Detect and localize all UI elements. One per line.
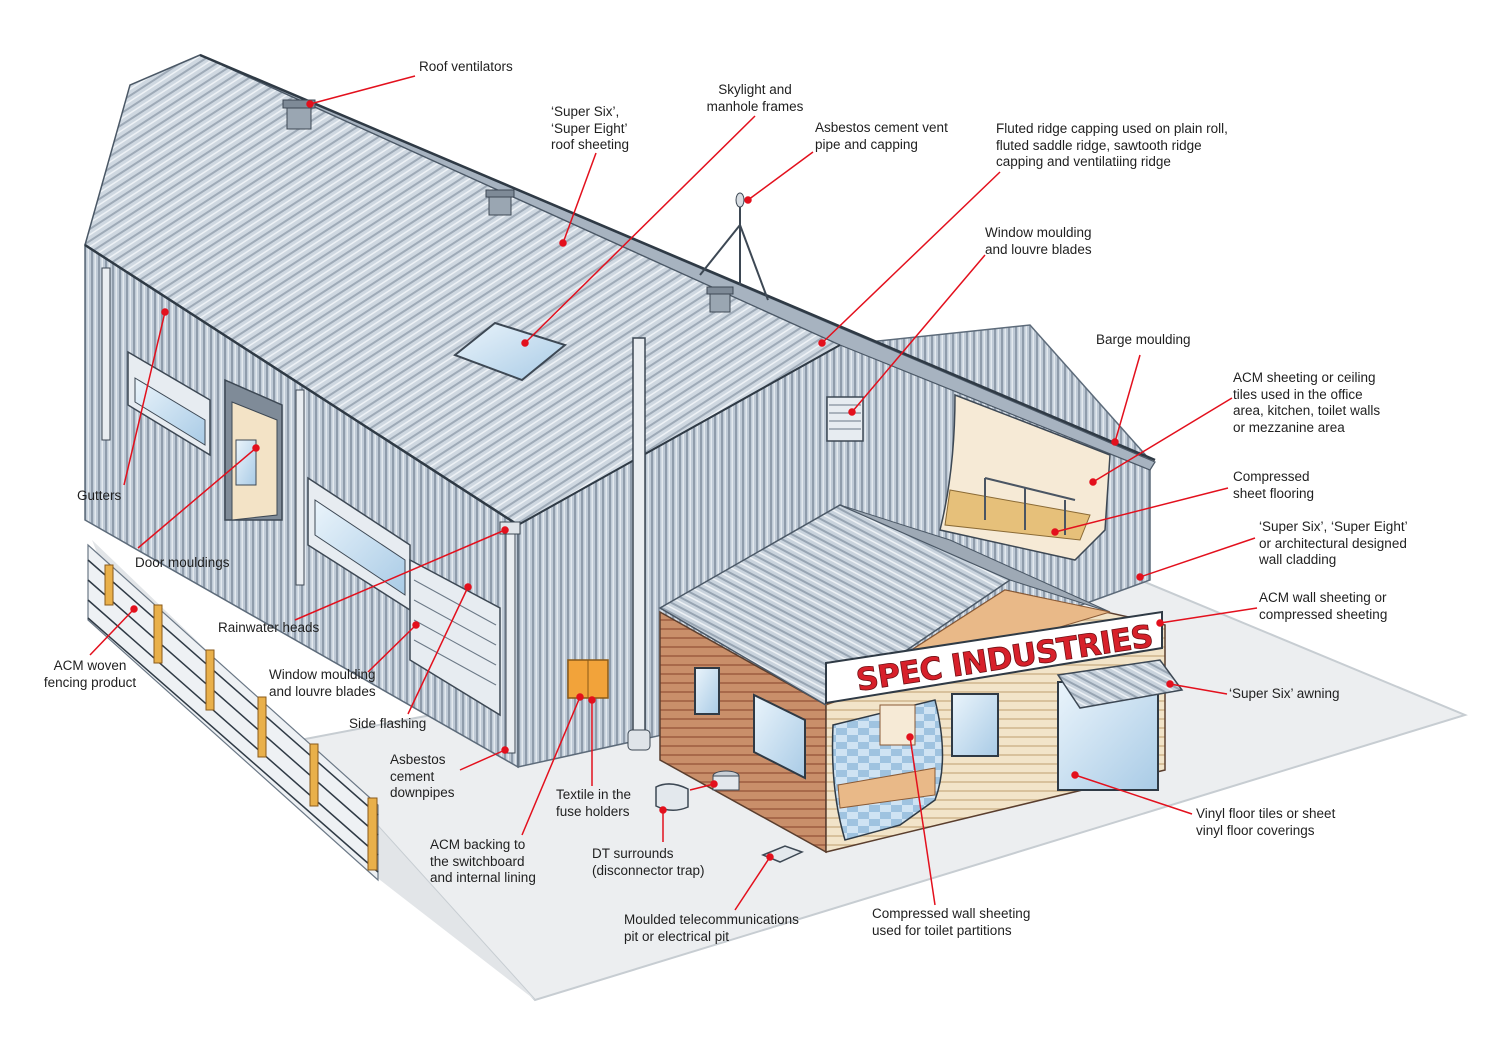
label-acm-ceiling: ACM sheeting or ceiling tiles used in th…: [1233, 370, 1381, 435]
label-gutters: Gutters: [77, 488, 122, 503]
leader-vent-pipe: [747, 151, 814, 201]
label-awning: ‘Super Six’ awning: [1229, 686, 1340, 701]
leader-compressed-floor: [1054, 487, 1229, 533]
vent-pipe: [632, 337, 646, 739]
leader-window-moulding-upper: [851, 254, 986, 413]
label-dt-surrounds: DT surrounds (disconnector trap): [592, 846, 705, 878]
label-rainwater: Rainwater heads: [218, 620, 320, 635]
label-side-flashing: Side flashing: [349, 716, 427, 731]
skylight: [452, 321, 568, 382]
office-front-window: [951, 693, 999, 757]
leader-downpipes: [459, 749, 506, 771]
downpipe-1: [101, 267, 111, 441]
dt-surround: [655, 783, 689, 811]
left-wall-louvre: [409, 558, 501, 717]
downpipe-3: [505, 527, 516, 754]
leader-awning: [1169, 683, 1228, 695]
label-super-six-roof: ‘Super Six’, ‘Super Eight’ roof sheeting: [551, 104, 630, 152]
label-window-moulding-side: Window moulding and louvre blades: [269, 667, 376, 699]
leader-side-flashing: [407, 586, 469, 715]
label-door-mouldings: Door mouldings: [135, 555, 230, 570]
label-telecom-pit: Moulded telecommunications pit or electr…: [624, 912, 799, 944]
label-fencing: ACM woven fencing product: [43, 658, 137, 690]
roof-ventilator-1: [282, 99, 316, 130]
leader-switchboard: [521, 696, 581, 836]
label-skylight: Skylight and manhole frames: [706, 82, 804, 114]
label-toilet-partitions: Compressed wall sheeting used for toilet…: [872, 906, 1031, 938]
label-fluted-ridge: Fluted ridge capping used on plain roll,…: [996, 121, 1228, 169]
leader-acm-ceiling: [1092, 397, 1233, 483]
leader-door: [137, 447, 257, 549]
leader-fencing: [89, 608, 135, 656]
end-wall-louvre: [826, 396, 864, 442]
sign-board: [825, 610, 1163, 705]
label-textile: Textile in the fuse holders: [556, 787, 632, 819]
label-downpipes: Asbestos cement downpipes: [390, 752, 455, 800]
left-wall-window-lower: [307, 476, 411, 612]
leader-roof-ventilators: [309, 75, 416, 105]
leader-toilet-partitions: [909, 736, 936, 906]
leader-fluted-ridge: [821, 171, 1001, 344]
woven-fence: [87, 543, 379, 882]
label-window-moulding-upper: Window moulding and louvre blades: [985, 225, 1092, 257]
left-wall-window-upper: [127, 350, 211, 457]
leader-vinyl: [1074, 774, 1193, 815]
leader-lines: [89, 75, 1258, 911]
leader-super-six-wall: [1139, 537, 1256, 578]
leader-telecom-pit: [734, 856, 771, 911]
roof-ventilator-2: [485, 189, 515, 216]
label-barge: Barge moulding: [1096, 332, 1191, 347]
leader-rainwater: [294, 529, 506, 621]
office-side-window-2: [753, 693, 806, 780]
leader-window-moulding-side: [367, 624, 417, 673]
label-roof-ventilators: Roof ventilators: [419, 59, 513, 74]
leader-acm-wall: [1159, 607, 1258, 624]
office-side-window-1: [694, 667, 720, 715]
vent-pipe-tripod: [699, 205, 769, 301]
label-vent-pipe: Asbestos cement vent pipe and capping: [815, 120, 948, 152]
leader-skylight: [524, 115, 756, 344]
leader-gutters: [123, 311, 166, 486]
leader-barge: [1114, 354, 1141, 443]
label-super-six-wall: ‘Super Six’, ‘Super Eight’ or architectu…: [1259, 519, 1408, 567]
leader-dt-2: [689, 783, 715, 791]
label-switchboard: ACM backing to the switchboard and inter…: [430, 837, 536, 885]
label-acm-wall: ACM wall sheeting or compressed sheeting: [1259, 590, 1388, 622]
label-vinyl: Vinyl floor tiles or sheet vinyl floor c…: [1196, 806, 1336, 838]
office-awning: [1056, 659, 1184, 709]
leader-super-six-roof: [562, 152, 597, 244]
roof-ventilator-3: [706, 286, 734, 313]
label-compressed-floor: Compressed sheet flooring: [1233, 469, 1315, 501]
downpipe-2: [295, 389, 305, 586]
